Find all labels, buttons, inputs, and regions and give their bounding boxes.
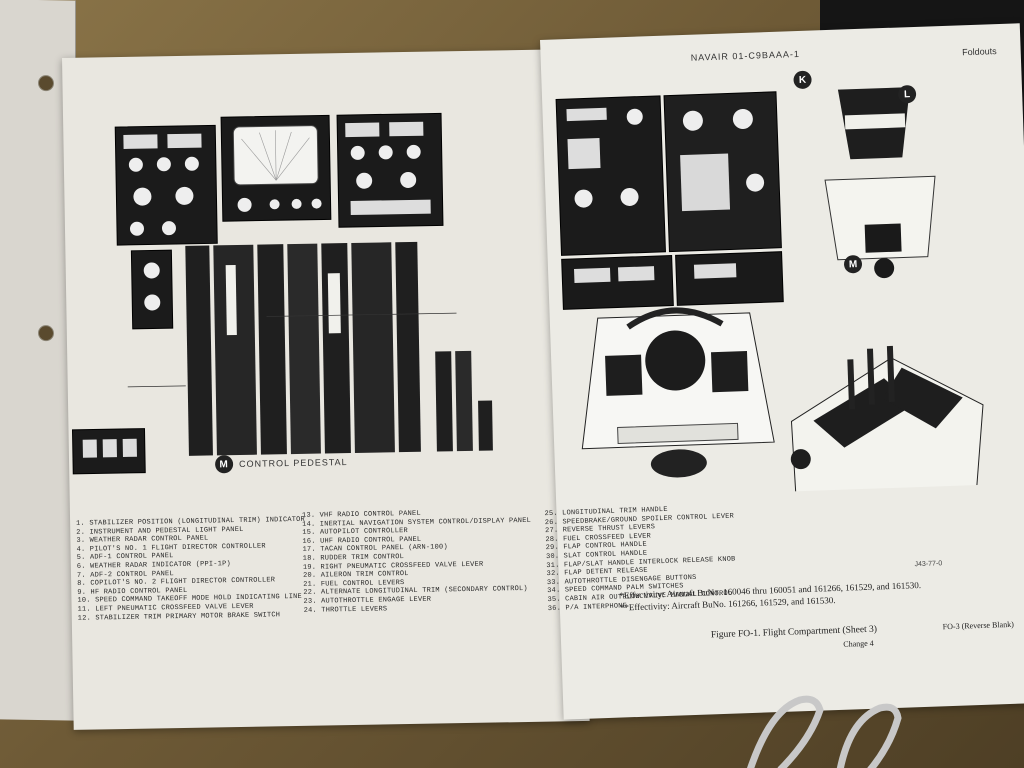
rudder-trim-knob [645, 330, 706, 391]
light-panel [130, 249, 174, 330]
pneu-lever-right [711, 350, 749, 393]
foldout-page-number: FO-3 (Reverse Blank) [942, 619, 1014, 632]
pedestal-column [185, 245, 213, 456]
pneu-lever-left [605, 354, 643, 396]
knob [378, 145, 393, 160]
knob [350, 145, 365, 160]
knob [291, 198, 302, 209]
right-panel-block [336, 112, 444, 228]
knob [128, 157, 143, 172]
scissors [746, 695, 902, 768]
knob [269, 199, 280, 210]
freq-window [389, 121, 424, 137]
pedestal-column [287, 243, 321, 455]
knob [161, 221, 176, 236]
knob [175, 186, 194, 205]
freq-window [345, 122, 380, 138]
knob [143, 262, 160, 279]
lever-slot [327, 273, 341, 334]
pedestal-column [395, 241, 421, 453]
binder-hole [38, 325, 54, 342]
knob [156, 157, 171, 172]
pedestal-detail-drawing [555, 87, 984, 500]
aileron-scale [617, 422, 739, 445]
left-panel-block [114, 124, 218, 246]
art-id: J43-77-0 [914, 560, 943, 569]
hf-window [350, 199, 431, 215]
pedestal-label-text: CONTROL PEDESTAL [239, 457, 348, 469]
knob [184, 156, 199, 171]
pedestal-caption: M CONTROL PEDESTAL [214, 453, 348, 474]
knob [400, 171, 417, 188]
keypad [567, 137, 601, 170]
knob [237, 197, 252, 212]
detail-m-view [824, 175, 936, 261]
legend-column-1: 1. STABILIZER POSITION (LONGITUDINAL TRI… [76, 516, 307, 623]
knob [311, 198, 322, 209]
binder-hole [38, 75, 54, 92]
knob [133, 187, 152, 206]
right-page: NAVAIR 01-C9BAAA-1 Foldouts [540, 23, 1024, 720]
freq-window [123, 134, 158, 149]
side-lever [455, 350, 473, 452]
side-lever [478, 400, 493, 451]
pedestal-column [351, 242, 395, 453]
cdu-keypad [680, 153, 731, 212]
side-lever [435, 351, 453, 452]
freq-window [167, 133, 202, 149]
trim-dial-arc [626, 307, 724, 330]
knob [406, 144, 421, 159]
change-number: Change 4 [843, 638, 874, 649]
left-page: M CONTROL PEDESTAL 1. STABILIZER POSITIO… [62, 48, 590, 730]
callout-m: M [214, 455, 234, 474]
pedestal-column [257, 244, 287, 455]
knob [356, 172, 373, 189]
aileron-trim-knob [650, 449, 707, 478]
lever-slot [225, 265, 237, 336]
pedestal-column [213, 244, 257, 456]
legend-column-2: 13. VHF RADIO CONTROL PANEL 14. INERTIAL… [302, 508, 533, 615]
ins-panel [555, 95, 666, 256]
knob [129, 221, 144, 236]
tacan-panel [675, 251, 784, 306]
figure-title: Figure FO-1. Flight Compartment (Sheet 3… [710, 624, 878, 641]
knob [144, 294, 161, 311]
cockpit-panel-drawing [71, 112, 493, 475]
